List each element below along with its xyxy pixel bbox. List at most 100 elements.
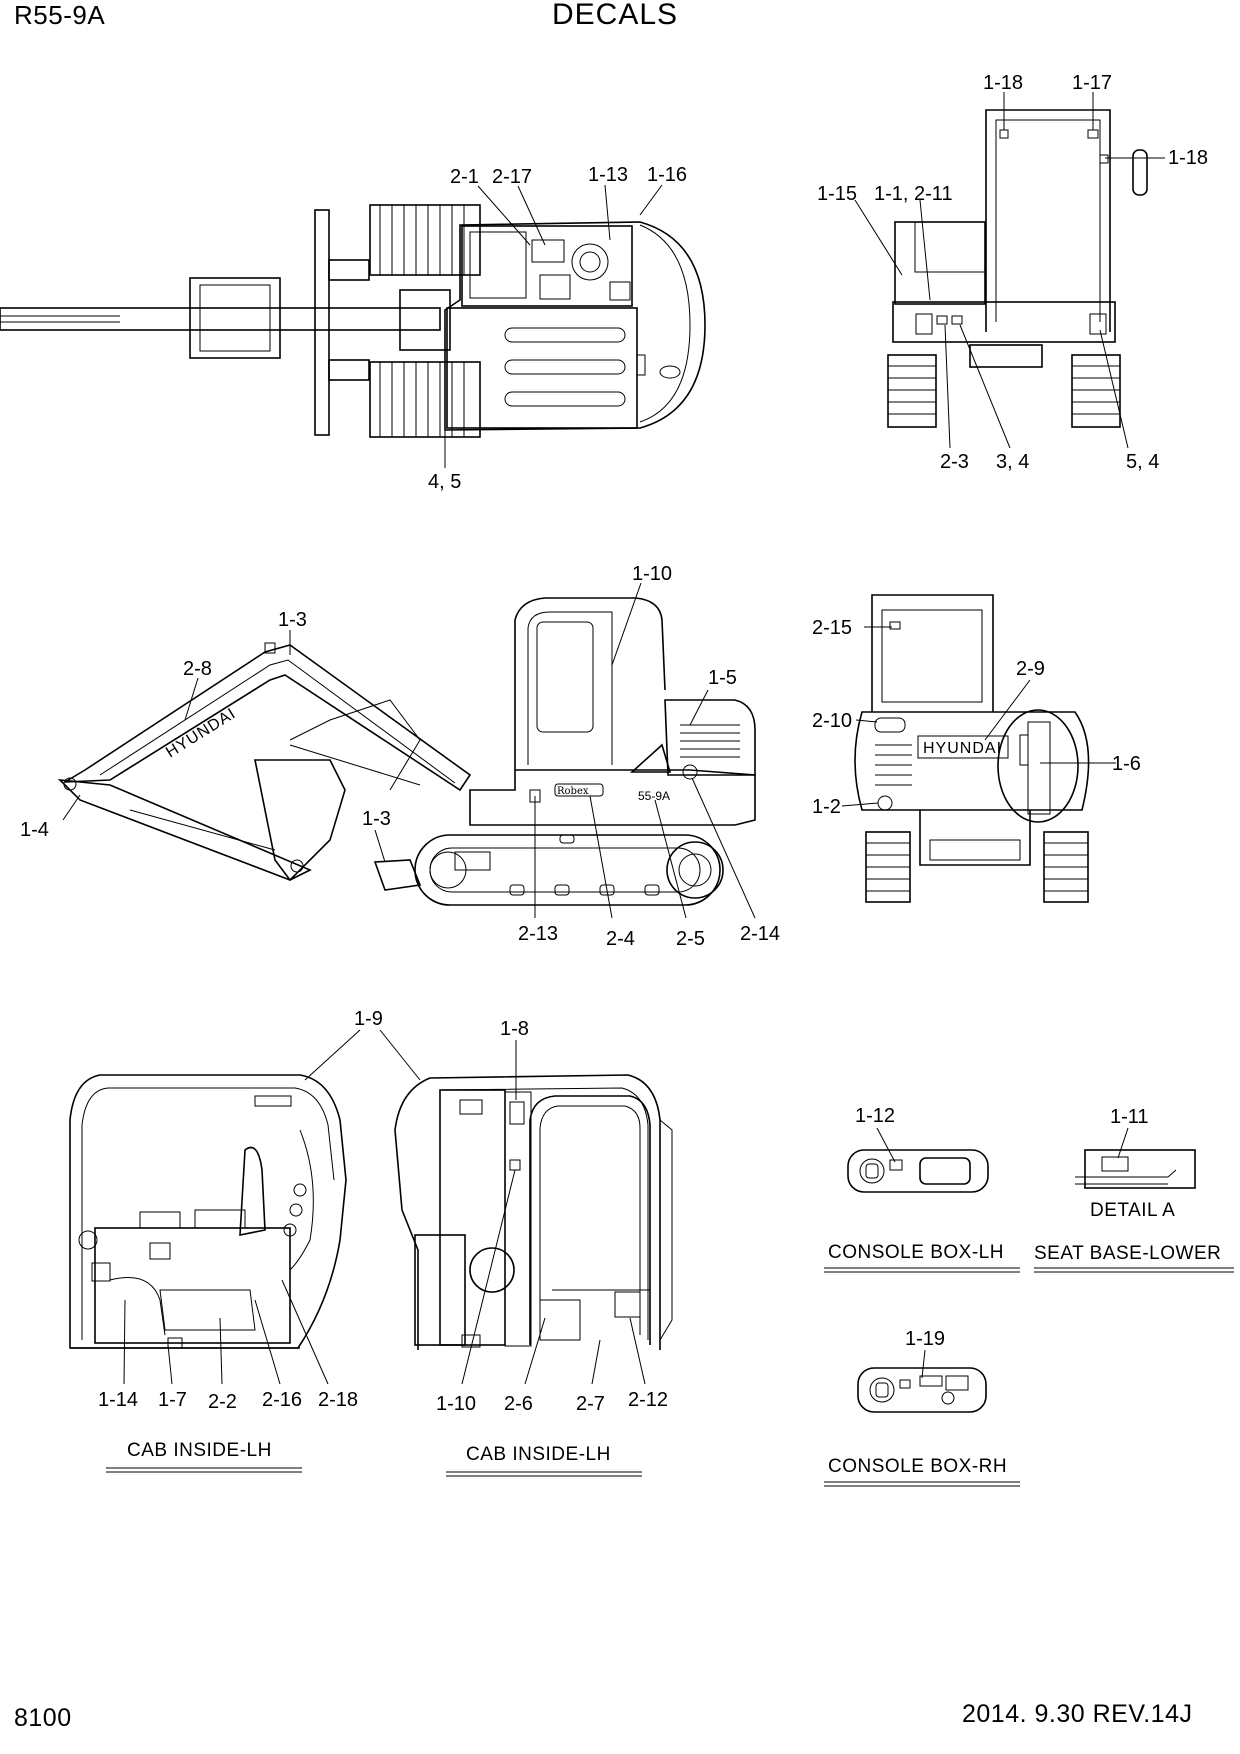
top-cab-roof: [461, 225, 633, 307]
side-view-callouts: 1-10 1-3 2-8 1-5 1-4 1-3 2-13 2-4 2-5 2-…: [20, 563, 780, 950]
cab-inside-right-view: [394, 1074, 673, 1350]
callout-2-14: 2-14: [740, 923, 780, 945]
cab-left-frame: [69, 1074, 347, 1349]
top-upper-structure: [444, 221, 706, 431]
callout-1-10-side: 1-10: [632, 563, 672, 585]
top-view: [0, 204, 706, 438]
callout-2-1: 2-1: [450, 166, 479, 188]
cab-left-seat: [239, 1146, 266, 1236]
side-dozer: [373, 859, 422, 891]
seat-base-body: [1084, 1149, 1196, 1189]
cab-right-callouts: 1-8 1-10 2-6 2-7 2-12: [379, 1018, 668, 1415]
callout-2-10: 2-10: [812, 710, 852, 732]
top-track-right: [369, 361, 481, 438]
rear-hyundai-text: HYUNDAI: [923, 740, 1002, 757]
callout-1-7: 1-7: [158, 1389, 187, 1411]
seat-base-detail-label: DETAIL A: [1090, 1200, 1175, 1221]
side-engine-hood: [664, 699, 756, 776]
caption-cab-inside-lh-right: CAB INSIDE-LH: [466, 1444, 611, 1465]
cab-right-door: [529, 1095, 651, 1345]
top-boom: [0, 307, 441, 331]
side-cab-window: [536, 621, 594, 733]
top-engine-hood: [446, 307, 638, 429]
callout-1-10-cab: 1-10: [436, 1393, 476, 1415]
side-boom: [64, 644, 472, 792]
callout-2-16: 2-16: [262, 1389, 302, 1411]
callout-5-4: 5, 4: [1126, 451, 1159, 473]
side-model-badge: 55-9A: [638, 789, 670, 803]
callout-1-3-boom: 1-3: [278, 609, 307, 631]
callout-1-12: 1-12: [855, 1105, 895, 1127]
callout-1-5: 1-5: [708, 667, 737, 689]
callout-2-9: 2-9: [1016, 658, 1045, 680]
cab-right-frame: [394, 1074, 661, 1350]
callout-1-18-side: 1-18: [1168, 147, 1208, 169]
cab-left-console-area: [94, 1227, 291, 1344]
cab-inside-left-view: [69, 1074, 347, 1349]
console-box-lh-view: 1-12: [847, 1105, 989, 1193]
callout-1-14: 1-14: [98, 1389, 138, 1411]
callout-2-2: 2-2: [208, 1391, 237, 1413]
cab-left-callouts: 1-9 1-14 1-7 2-2 2-16 2-18: [98, 1008, 383, 1413]
side-boom-hyundai-text: HYUNDAI: [163, 705, 239, 761]
console-box-rh-view: 1-19: [857, 1328, 987, 1413]
caption-cab-inside-lh-left: CAB INSIDE-LH: [127, 1440, 272, 1461]
model-code: R55-9A: [14, 0, 106, 30]
top-bucket: [189, 277, 281, 359]
callout-3-4: 3, 4: [996, 451, 1029, 473]
callout-1-16: 1-16: [647, 164, 687, 186]
caption-seat-base-lower: SEAT BASE-LOWER: [1034, 1243, 1221, 1264]
callout-1-2: 1-2: [812, 796, 841, 818]
callout-1-4: 1-4: [20, 819, 49, 841]
callout-2-12: 2-12: [628, 1389, 668, 1411]
callout-1-6: 1-6: [1112, 753, 1141, 775]
seat-base-view: 1-11 DETAIL A: [1075, 1106, 1196, 1221]
top-track-left: [369, 204, 481, 276]
side-cab: [514, 597, 666, 770]
page-number: 8100: [14, 1704, 72, 1732]
console-rh-body: [857, 1367, 987, 1413]
callout-1-17: 1-17: [1072, 72, 1112, 94]
top-dozer-blade: [314, 209, 330, 436]
callout-2-15: 2-15: [812, 617, 852, 639]
rear-cab-engine-cover: [894, 221, 986, 305]
callout-1-9: 1-9: [354, 1008, 383, 1030]
callout-1-18-top: 1-18: [983, 72, 1023, 94]
rear-cab-track-right: [1071, 354, 1121, 428]
top-view-callouts: 2-1 2-17 1-13 1-16 4, 5: [428, 164, 687, 493]
callout-1-15: 1-15: [817, 183, 857, 205]
rear-cab-track-left: [887, 354, 937, 428]
rear-cab-counterweight: [892, 301, 1116, 343]
rear-cab-frame: [985, 109, 1111, 332]
side-bucket: [254, 759, 346, 882]
revision-date: 2014. 9.30 REV.14J: [962, 1700, 1193, 1728]
console-lh-body: [847, 1149, 989, 1193]
callout-2-7: 2-7: [576, 1393, 605, 1415]
callout-1-19: 1-19: [905, 1328, 945, 1350]
callout-4-5: 4, 5: [428, 471, 461, 493]
side-sprocket: [666, 841, 724, 899]
callout-2-18: 2-18: [318, 1389, 358, 1411]
callout-2-3: 2-3: [940, 451, 969, 473]
caption-console-box-rh: CONSOLE BOX-RH: [828, 1456, 1007, 1477]
callout-1-11: 1-11: [1110, 1106, 1149, 1128]
rear-cab: [871, 594, 994, 712]
caption-console-box-lh: CONSOLE BOX-LH: [828, 1242, 1004, 1263]
callout-2-13: 2-13: [518, 923, 558, 945]
rear-window: [881, 609, 983, 703]
callout-2-4: 2-4: [606, 928, 635, 950]
callout-1-8: 1-8: [500, 1018, 529, 1040]
rear-counterweight: [854, 711, 1090, 811]
callout-1-3-dozer: 1-3: [362, 808, 391, 830]
page-title: DECALS: [552, 0, 679, 31]
rear-detail-a-circle: [997, 709, 1079, 823]
rear-view: HYUNDAI: [854, 594, 1090, 903]
callout-1-13: 1-13: [588, 164, 628, 186]
callout-2-8: 2-8: [183, 658, 212, 680]
callout-2-6: 2-6: [504, 1393, 533, 1415]
callout-1-1-2-11: 1-1, 2-11: [874, 183, 953, 205]
callout-2-17: 2-17: [492, 166, 532, 188]
side-robex-badge: Robex: [557, 786, 589, 797]
callout-2-5: 2-5: [676, 928, 705, 950]
